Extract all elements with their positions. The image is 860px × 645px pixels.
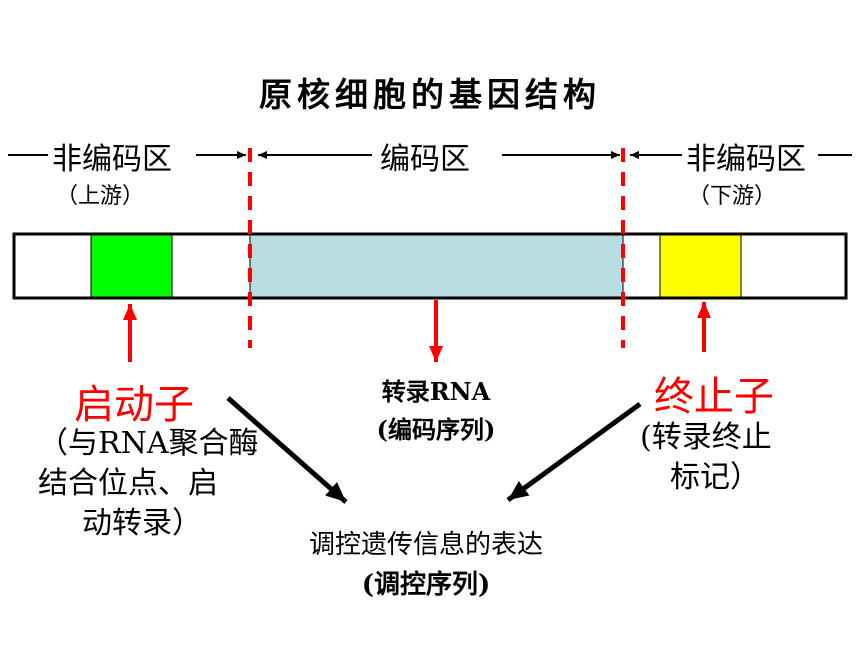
coding-box (249, 234, 624, 298)
terminator-desc-line2: 标记） (670, 460, 760, 495)
coding-note-line1: 转录RNA (381, 377, 491, 406)
promoter-box (90, 234, 173, 298)
promoter-to-regulation-arrow (226, 396, 348, 504)
upstream-region-label: 非编码区 (52, 142, 172, 177)
downstream-sub-label: （下游） (688, 184, 777, 209)
diagram-title: 原核细胞的基因结构 (259, 75, 601, 114)
promoter-desc-line1: （与RNA聚合酶 (38, 426, 259, 461)
terminator-to-regulation-arrow (506, 401, 642, 503)
terminator-box (659, 234, 742, 298)
promoter-label: 启动子 (74, 382, 194, 428)
upstream-sub-label: （上游） (56, 184, 145, 209)
coding-region-label: 编码区 (380, 142, 470, 177)
promoter-desc-line2: 结合位点、启 (38, 466, 218, 501)
promoter-desc-line3: 动转录） (82, 506, 202, 541)
downstream-region-label: 非编码区 (686, 142, 806, 177)
regulation-label-line2: (调控序列) (361, 570, 491, 600)
terminator-label: 终止子 (654, 374, 774, 420)
terminator-desc-line1: (转录终止 (640, 420, 772, 455)
regulation-label-line1: 调控遗传信息的表达 (308, 530, 543, 560)
coding-note-line2: (编码序列) (376, 415, 496, 444)
